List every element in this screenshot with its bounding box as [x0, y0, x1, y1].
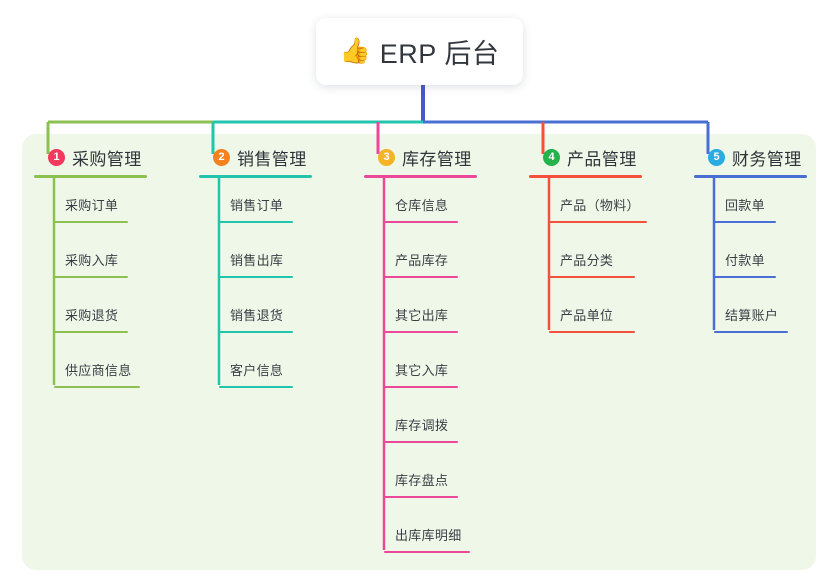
leaf-underline: [54, 331, 128, 333]
leaf-label: 其它入库: [395, 363, 449, 378]
leaf-item[interactable]: 供应商信息: [34, 343, 147, 398]
leaf-underline: [219, 386, 293, 388]
branch-title-4: 产品管理: [567, 149, 637, 169]
leaf-item[interactable]: 客户信息: [199, 343, 312, 398]
branch-badge-4: 4: [543, 148, 560, 166]
leaf-underline: [384, 551, 470, 553]
branch-2: 2 销售管理销售订单销售出库销售退货客户信息: [199, 145, 312, 398]
leaf-label: 结算账户: [725, 308, 779, 323]
leaf-label: 客户信息: [230, 363, 284, 378]
leaf-label: 产品分类: [560, 253, 614, 268]
leaf-label: 产品单位: [560, 308, 614, 323]
leaf-label: 销售出库: [230, 253, 284, 268]
leaf-label: 付款单: [725, 253, 765, 268]
leaf-underline: [384, 496, 458, 498]
branch-title-5: 财务管理: [732, 149, 802, 169]
branch-5: 5 财务管理回款单付款单结算账户: [694, 145, 807, 343]
leaf-item[interactable]: 产品分类: [529, 233, 642, 288]
branch-underline-3: [364, 175, 477, 178]
branch-title-2: 销售管理: [237, 149, 307, 169]
leaf-underline: [219, 221, 293, 223]
leaf-label: 仓库信息: [395, 198, 449, 213]
leaf-underline: [384, 331, 458, 333]
leaf-item[interactable]: 出库库明细: [364, 508, 477, 563]
leaf-item[interactable]: 产品（物料）: [529, 178, 647, 233]
branch-header-2[interactable]: 2 销售管理: [199, 145, 312, 169]
branch-underline-1: [34, 175, 147, 178]
branch-4: 4 产品管理产品（物料） 产品分类产品单位: [529, 145, 647, 343]
leaf-item[interactable]: 其它出库: [364, 288, 477, 343]
branch-title-3: 库存管理: [402, 149, 472, 169]
leaf-underline: [384, 221, 458, 223]
leaf-underline: [549, 221, 647, 223]
branch-underline-4: [529, 175, 642, 178]
leaf-item[interactable]: 库存盘点: [364, 453, 477, 508]
leaf-label: 出库库明细: [395, 528, 462, 543]
leaf-label: 产品库存: [395, 253, 449, 268]
leaf-item[interactable]: 付款单: [694, 233, 807, 288]
root-node-title: ERP 后台: [379, 39, 500, 69]
branch-badge-5: 5: [708, 148, 725, 166]
leaf-underline: [549, 331, 635, 333]
leaf-underline: [714, 276, 776, 278]
branch-header-1[interactable]: 1 采购管理: [34, 145, 147, 169]
branch-header-5[interactable]: 5 财务管理: [694, 145, 807, 169]
root-node[interactable]: 👍 ERP 后台: [316, 18, 523, 85]
branch-underline-2: [199, 175, 312, 178]
leaf-label: 库存盘点: [395, 473, 449, 488]
thumbs-up-icon: 👍: [339, 37, 371, 65]
leaf-underline: [219, 331, 293, 333]
leaf-label: 库存调拨: [395, 418, 449, 433]
leaf-item[interactable]: 销售订单: [199, 178, 312, 233]
leaf-label: 采购退货: [65, 308, 119, 323]
leaf-item[interactable]: 产品库存: [364, 233, 477, 288]
branch-badge-2: 2: [213, 148, 230, 166]
leaf-item[interactable]: 产品单位: [529, 288, 642, 343]
leaf-item[interactable]: 仓库信息: [364, 178, 477, 233]
leaf-label: 供应商信息: [65, 363, 132, 378]
leaf-underline: [384, 276, 458, 278]
leaf-item[interactable]: 采购订单: [34, 178, 147, 233]
leaf-item[interactable]: 回款单: [694, 178, 807, 233]
leaf-underline: [54, 386, 140, 388]
leaf-label: 采购订单: [65, 198, 119, 213]
branch-badge-1: 1: [48, 148, 65, 166]
leaf-label: 回款单: [725, 198, 765, 213]
leaf-underline: [54, 221, 128, 223]
branch-header-4[interactable]: 4 产品管理: [529, 145, 642, 169]
leaf-item[interactable]: 采购入库: [34, 233, 147, 288]
leaf-item[interactable]: 销售出库: [199, 233, 312, 288]
branch-title-1: 采购管理: [72, 149, 142, 169]
leaf-underline: [714, 221, 776, 223]
leaf-label: 其它出库: [395, 308, 449, 323]
branch-badge-3: 3: [378, 148, 395, 166]
leaf-label: 产品（物料）: [560, 198, 640, 213]
leaf-item[interactable]: 采购退货: [34, 288, 147, 343]
leaf-underline: [714, 331, 788, 333]
leaf-label: 采购入库: [65, 253, 119, 268]
leaf-label: 销售订单: [230, 198, 284, 213]
leaf-item[interactable]: 其它入库: [364, 343, 477, 398]
leaf-label: 销售退货: [230, 308, 284, 323]
branch-3: 3 库存管理仓库信息产品库存其它出库其它入库库存调拨库存盘点出库库明细: [364, 145, 477, 563]
branch-underline-5: [694, 175, 807, 178]
leaf-underline: [549, 276, 635, 278]
branch-header-3[interactable]: 3 库存管理: [364, 145, 477, 169]
leaf-item[interactable]: 销售退货: [199, 288, 312, 343]
leaf-underline: [54, 276, 128, 278]
leaf-item[interactable]: 库存调拨: [364, 398, 477, 453]
branch-1: 1 采购管理采购订单采购入库采购退货供应商信息: [34, 145, 147, 398]
leaf-underline: [219, 276, 293, 278]
leaf-item[interactable]: 结算账户: [694, 288, 807, 343]
leaf-underline: [384, 386, 458, 388]
leaf-underline: [384, 441, 458, 443]
